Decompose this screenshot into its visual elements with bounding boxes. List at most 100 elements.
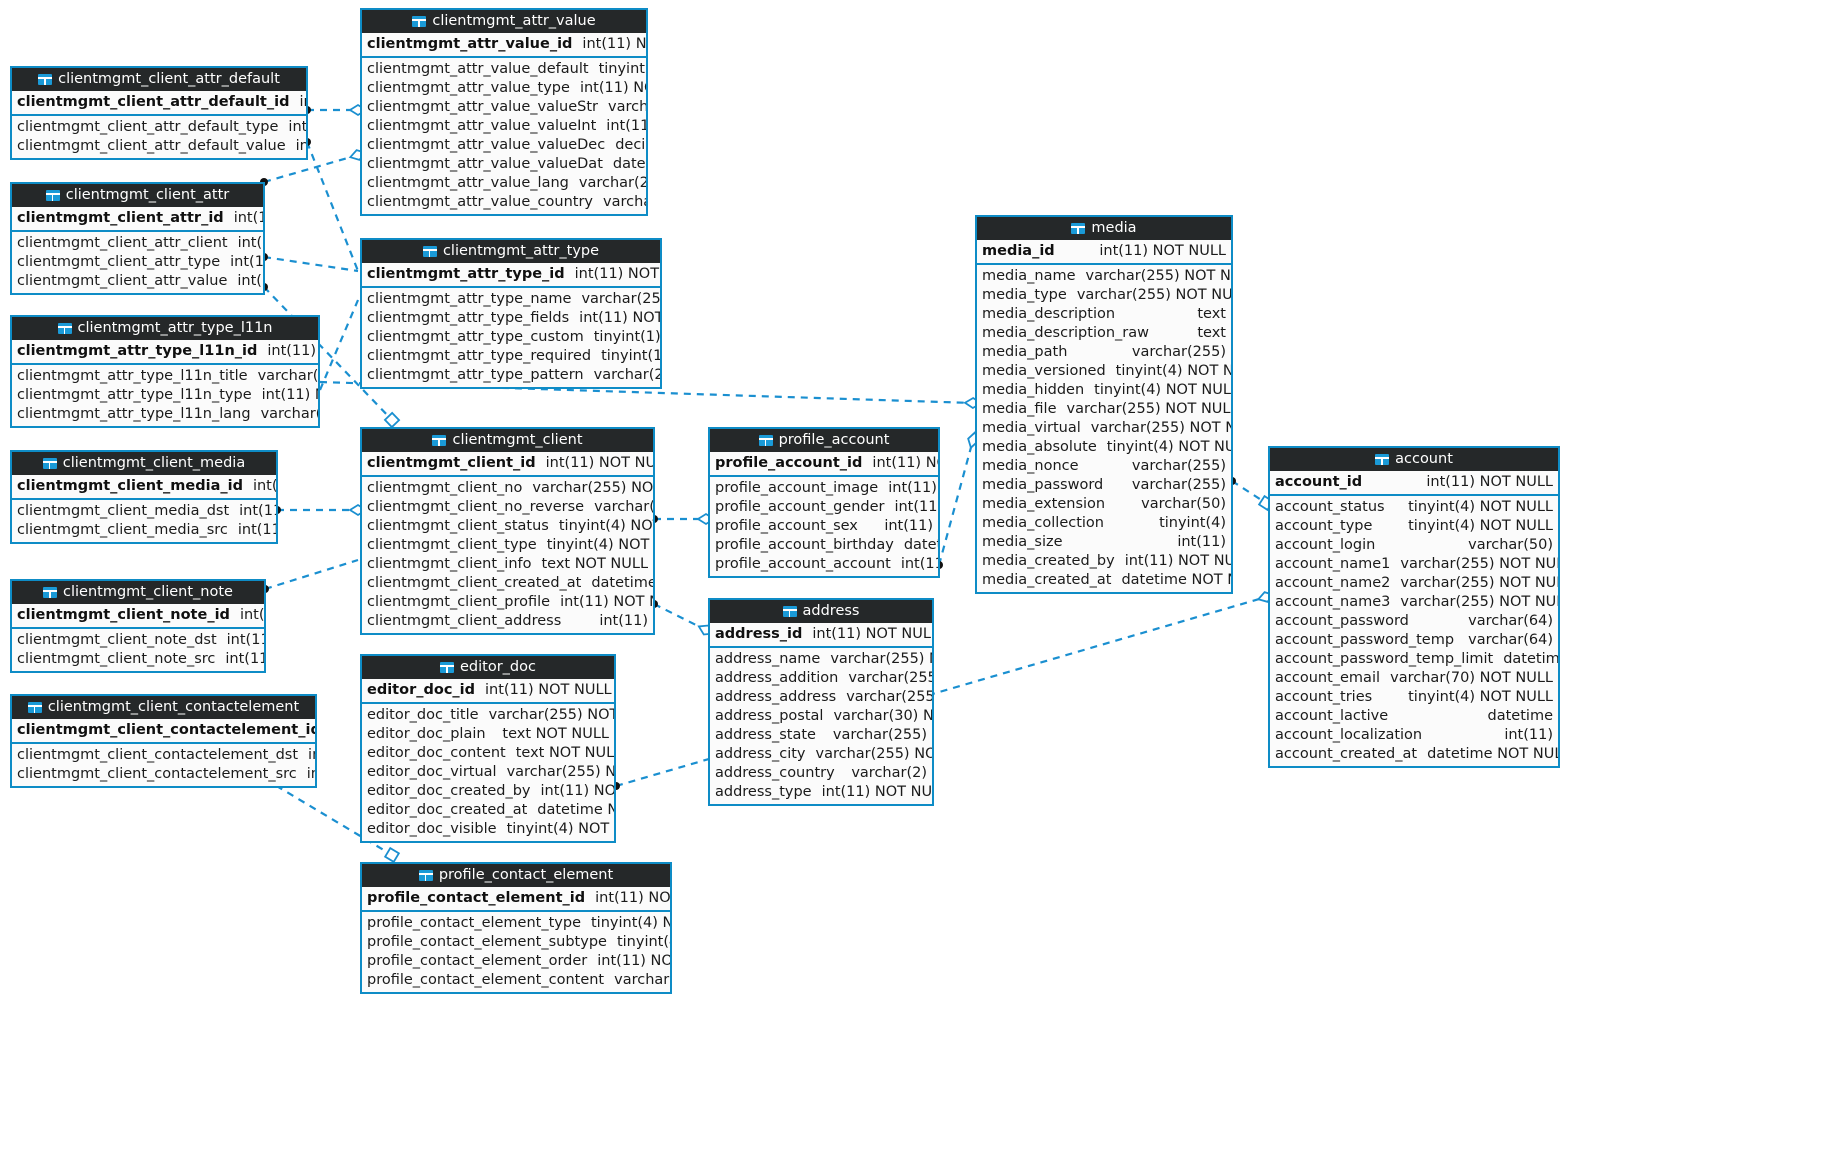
column-type: text xyxy=(1197,306,1226,323)
entity-table-clientmgmt_client_attr_default[interactable]: clientmgmt_client_attr_default clientmgmt… xyxy=(10,66,308,160)
column-name: clientmgmt_client_info xyxy=(367,556,532,573)
relationship-rel-profileaccount-media[interactable] xyxy=(935,430,980,569)
entity-table-clientmgmt_attr_type_l11n[interactable]: clientmgmt_attr_type_l11n clientmgmt_attr… xyxy=(10,315,320,428)
column-type: varchar(255) NOT NULL xyxy=(532,480,654,497)
column-name: clientmgmt_attr_type_l11n_lang xyxy=(17,406,251,423)
column-name: profile_account_id xyxy=(715,455,863,472)
entity-title: clientmgmt_client_attr_default xyxy=(58,71,280,88)
table-icon xyxy=(422,246,437,257)
relationship-rel-clientattr-attrtype[interactable] xyxy=(260,253,359,273)
column-name: clientmgmt_attr_value_lang xyxy=(367,175,569,192)
table-icon xyxy=(38,74,53,85)
column-name: clientmgmt_client_profile xyxy=(367,594,551,611)
entity-table-clientmgmt_attr_type[interactable]: clientmgmt_attr_type clientmgmt_attr_type… xyxy=(360,238,662,389)
relationship-rel-attrdefault-attrtype[interactable] xyxy=(303,138,360,272)
column-name: account_created_at xyxy=(1275,746,1418,763)
table-icon xyxy=(1375,454,1390,465)
column-row: clientmgmt_client_contactelement_srcint(… xyxy=(12,765,315,784)
column-name: profile_contact_element_order xyxy=(367,953,588,970)
column-name: clientmgmt_client_status xyxy=(367,518,549,535)
column-name: clientmgmt_attr_type_l11n_type xyxy=(17,387,252,404)
entity-header-clientmgmt_client_note: clientmgmt_client_note xyxy=(12,581,264,604)
column-name: clientmgmt_attr_value_type xyxy=(367,80,570,97)
column-type: int(11) NOT NULL xyxy=(1099,243,1226,260)
column-name: clientmgmt_client_contactelement_src xyxy=(17,766,297,783)
relationship-line xyxy=(653,603,707,631)
table-icon xyxy=(27,702,42,713)
column-name: editor_doc_created_at xyxy=(367,802,528,819)
column-name: clientmgmt_client_attr_type xyxy=(17,254,221,271)
column-row: clientmgmt_client_attr_default_typeint(1… xyxy=(12,118,306,137)
column-name: address_id xyxy=(715,626,803,643)
column-type: varchar(64) xyxy=(1468,613,1553,630)
entity-title: clientmgmt_attr_type xyxy=(442,243,600,260)
column-type: varchar(255) NOT NULL xyxy=(594,499,655,516)
column-type: varchar(255) NOT NULL xyxy=(581,291,661,308)
table-icon xyxy=(782,606,797,617)
column-type: varchar(255) xyxy=(1131,344,1226,361)
column-type: varchar(255) NOT NULL xyxy=(1090,420,1231,437)
relationship-rel-clientnote-client[interactable] xyxy=(261,558,359,593)
table-icon xyxy=(440,662,454,673)
relationship-rel-client-address[interactable] xyxy=(650,600,715,638)
column-row: clientmgmt_attr_type_l11n_langvarchar(2)… xyxy=(12,405,318,424)
column-row: clientmgmt_client_address int(11) xyxy=(362,612,653,631)
column-name: account_tries xyxy=(1275,689,1373,706)
table-icon xyxy=(758,435,773,446)
column-type: datetime NOT NULL xyxy=(537,802,614,819)
relationship-rel-attrtypel11n-attrtype[interactable] xyxy=(318,299,360,391)
column-type: int(11) NOT NULL xyxy=(237,522,276,539)
column-name: clientmgmt_client_address xyxy=(367,613,562,630)
column-name: clientmgmt_attr_value_country xyxy=(367,194,593,211)
column-name: clientmgmt_attr_type_l11n_title xyxy=(17,368,248,385)
relationship-rel-media-account[interactable] xyxy=(1228,477,1275,512)
column-type: int(11) NOT NULL xyxy=(261,387,318,404)
column-name: editor_doc_created_by xyxy=(367,783,531,800)
column-type: varchar(70) NOT NULL xyxy=(1390,670,1553,687)
entity-header-clientmgmt_attr_type_l11n: clientmgmt_attr_type_l11n xyxy=(12,317,318,340)
column-name: account_localization xyxy=(1275,727,1423,744)
column-name: profile_contact_element_subtype xyxy=(367,934,607,951)
relationship-line xyxy=(305,141,360,272)
relationship-rel-client-profileaccount[interactable] xyxy=(650,512,716,526)
column-type: int(11) NOT NULL xyxy=(295,138,308,155)
column-name: clientmgmt_client_id xyxy=(367,455,536,472)
column-name: account_name1 xyxy=(1275,556,1391,573)
column-name: address_addition xyxy=(715,670,839,687)
relationship-rel-attrdefault-attrvalue[interactable] xyxy=(303,103,368,117)
relationship-rel-clientmedia-client[interactable] xyxy=(273,503,368,517)
column-type: varchar(50) xyxy=(1141,496,1226,513)
column-type: int(11) xyxy=(599,613,648,630)
column-type: int(11) NOT NULL xyxy=(812,626,934,643)
column-name: clientmgmt_client_attr_id xyxy=(17,210,224,227)
column-name: media_nonce xyxy=(982,458,1079,475)
column-type: varchar(255) xyxy=(1131,477,1226,494)
